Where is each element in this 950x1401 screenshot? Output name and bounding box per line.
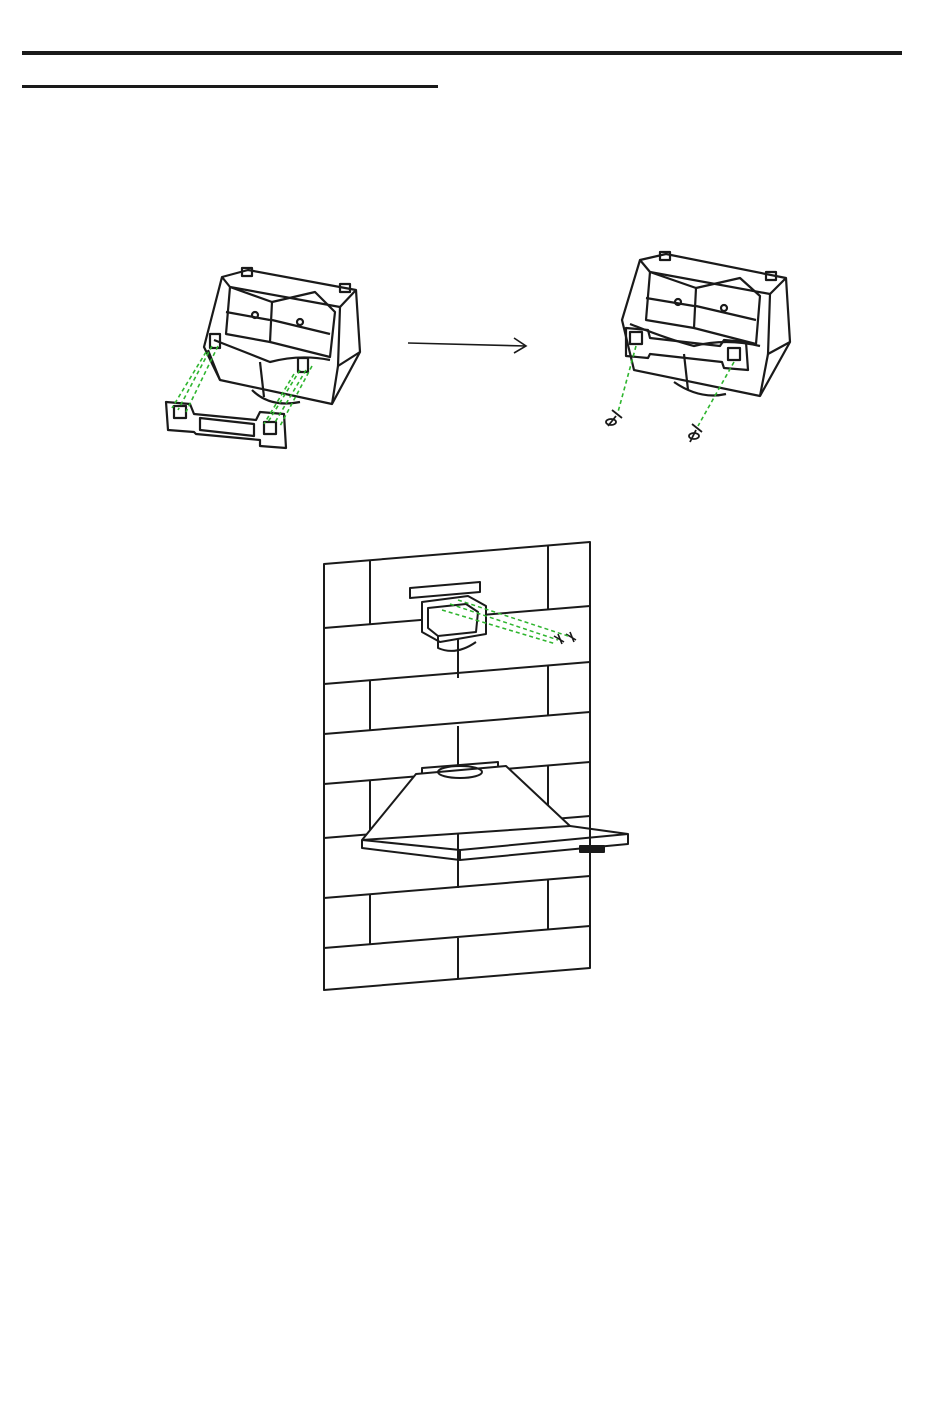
bracket-attach-illustration bbox=[160, 262, 370, 457]
step-arrow-icon bbox=[400, 330, 540, 360]
header-rule bbox=[22, 51, 902, 55]
subheader-rule bbox=[22, 85, 438, 88]
wall-mount-illustration bbox=[318, 538, 638, 996]
bracket-screwed-illustration bbox=[600, 250, 810, 455]
